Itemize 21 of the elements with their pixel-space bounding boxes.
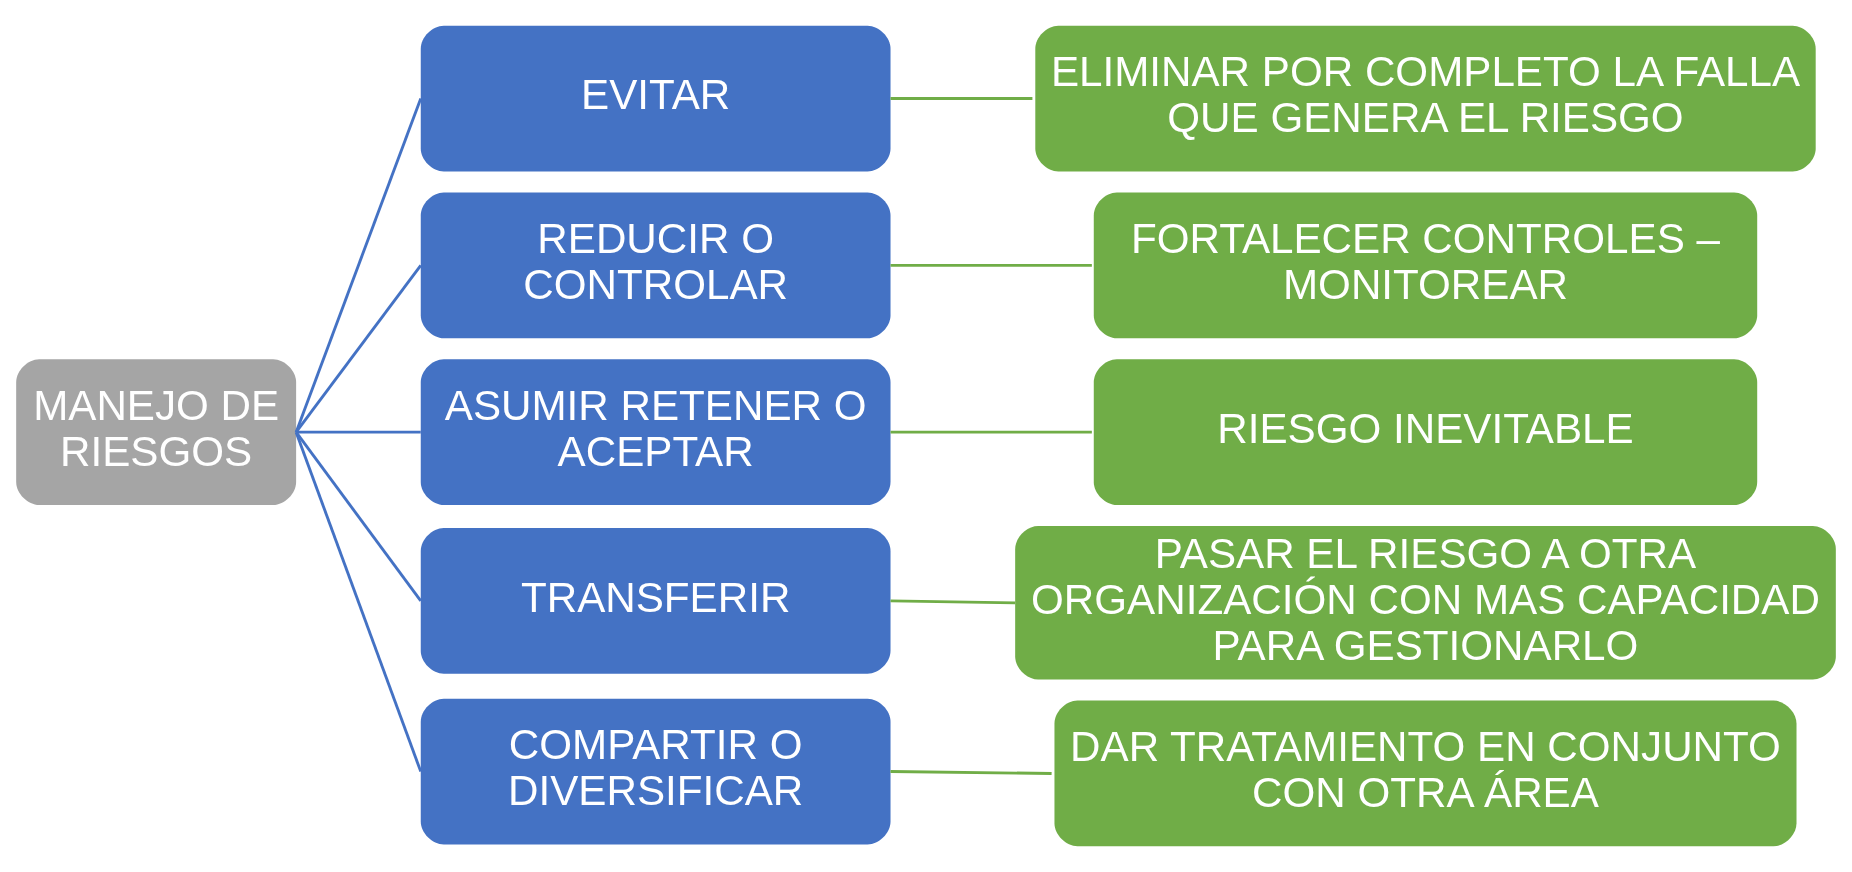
node-box: MANEJO DE RIESGOS <box>16 359 297 506</box>
node-box: TRANSFERIR <box>420 528 891 674</box>
connector <box>296 430 421 434</box>
node-box: FORTALECER CONTROLES – MONITOREAR <box>1093 192 1758 339</box>
node-box: RIESGO INEVITABLE <box>1093 359 1758 506</box>
node-box: ASUMIR RETENER O ACEPTAR <box>420 359 891 506</box>
connector <box>890 263 1092 267</box>
connector <box>890 97 1033 100</box>
connector <box>294 264 422 434</box>
connector <box>890 430 1092 434</box>
connector <box>890 599 1016 605</box>
connector <box>890 770 1052 775</box>
node-box: ELIMINAR POR COMPLETO LA FALLA QUE GENERA EL RIESGO <box>1035 25 1816 172</box>
node-box: DAR TRATAMIENTO EN CONJUNTO CON OTRA ÁREA <box>1054 700 1797 847</box>
node-box: EVITAR <box>420 25 891 172</box>
connector <box>294 431 422 602</box>
node-box: PASAR EL RIESGO A OTRA ORGANIZACIÓN CON MAS CAPACIDAD PARA GESTIONARLO <box>1015 526 1836 680</box>
connector <box>294 431 423 773</box>
connector <box>294 98 423 433</box>
node-box: REDUCIR O CONTROLAR <box>420 192 891 339</box>
node-box: COMPARTIR O DIVERSIFICAR <box>420 698 891 845</box>
